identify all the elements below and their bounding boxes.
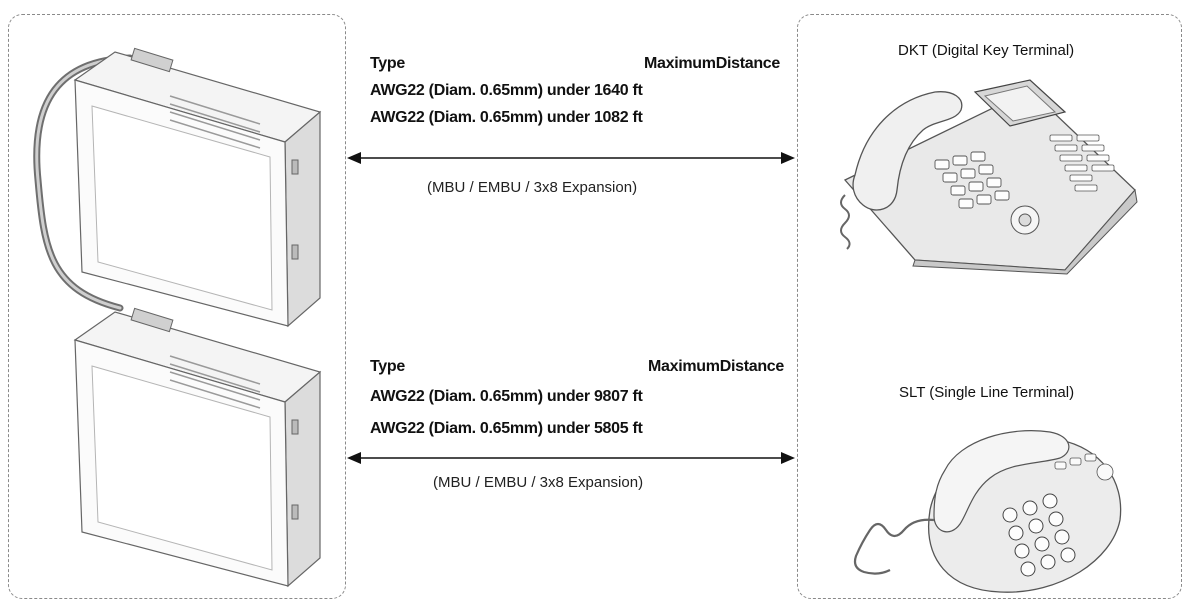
cable-spec-row: AWG22 (Diam. 0.65mm) under 1640 ft — [370, 82, 643, 100]
dkt-phone-icon — [815, 70, 1145, 275]
cable-spec-row: AWG22 (Diam. 0.65mm) under 1082 ft — [370, 109, 643, 127]
top-expansion-note: (MBU / EMBU / 3x8 Expansion) — [427, 179, 637, 196]
upper-cabinet — [75, 48, 320, 326]
dkt-label: DKT (Digital Key Terminal) — [898, 42, 1074, 59]
bottom-expansion-note: (MBU / EMBU / 3x8 Expansion) — [433, 474, 643, 491]
max-distance-header: MaximumDistance — [648, 358, 784, 376]
top-cable-spec: Type MaximumDistance AWG22 (Diam. 0.65mm… — [370, 55, 780, 145]
type-header: Type — [370, 55, 405, 73]
cable-spec-row: AWG22 (Diam. 0.65mm) under 5805 ft — [370, 420, 643, 438]
lower-cabinet — [75, 308, 320, 586]
top-link-arrow — [345, 148, 797, 168]
bottom-link-arrow — [345, 448, 797, 468]
cable-spec-row: AWG22 (Diam. 0.65mm) under 9807 ft — [370, 388, 643, 406]
max-distance-header: MaximumDistance — [644, 55, 780, 73]
type-header: Type — [370, 358, 405, 376]
slt-label: SLT (Single Line Terminal) — [899, 384, 1074, 401]
slt-phone-icon — [850, 420, 1140, 600]
bottom-cable-spec: Type MaximumDistance AWG22 (Diam. 0.65mm… — [370, 358, 784, 448]
system-units-illustration — [20, 40, 340, 590]
